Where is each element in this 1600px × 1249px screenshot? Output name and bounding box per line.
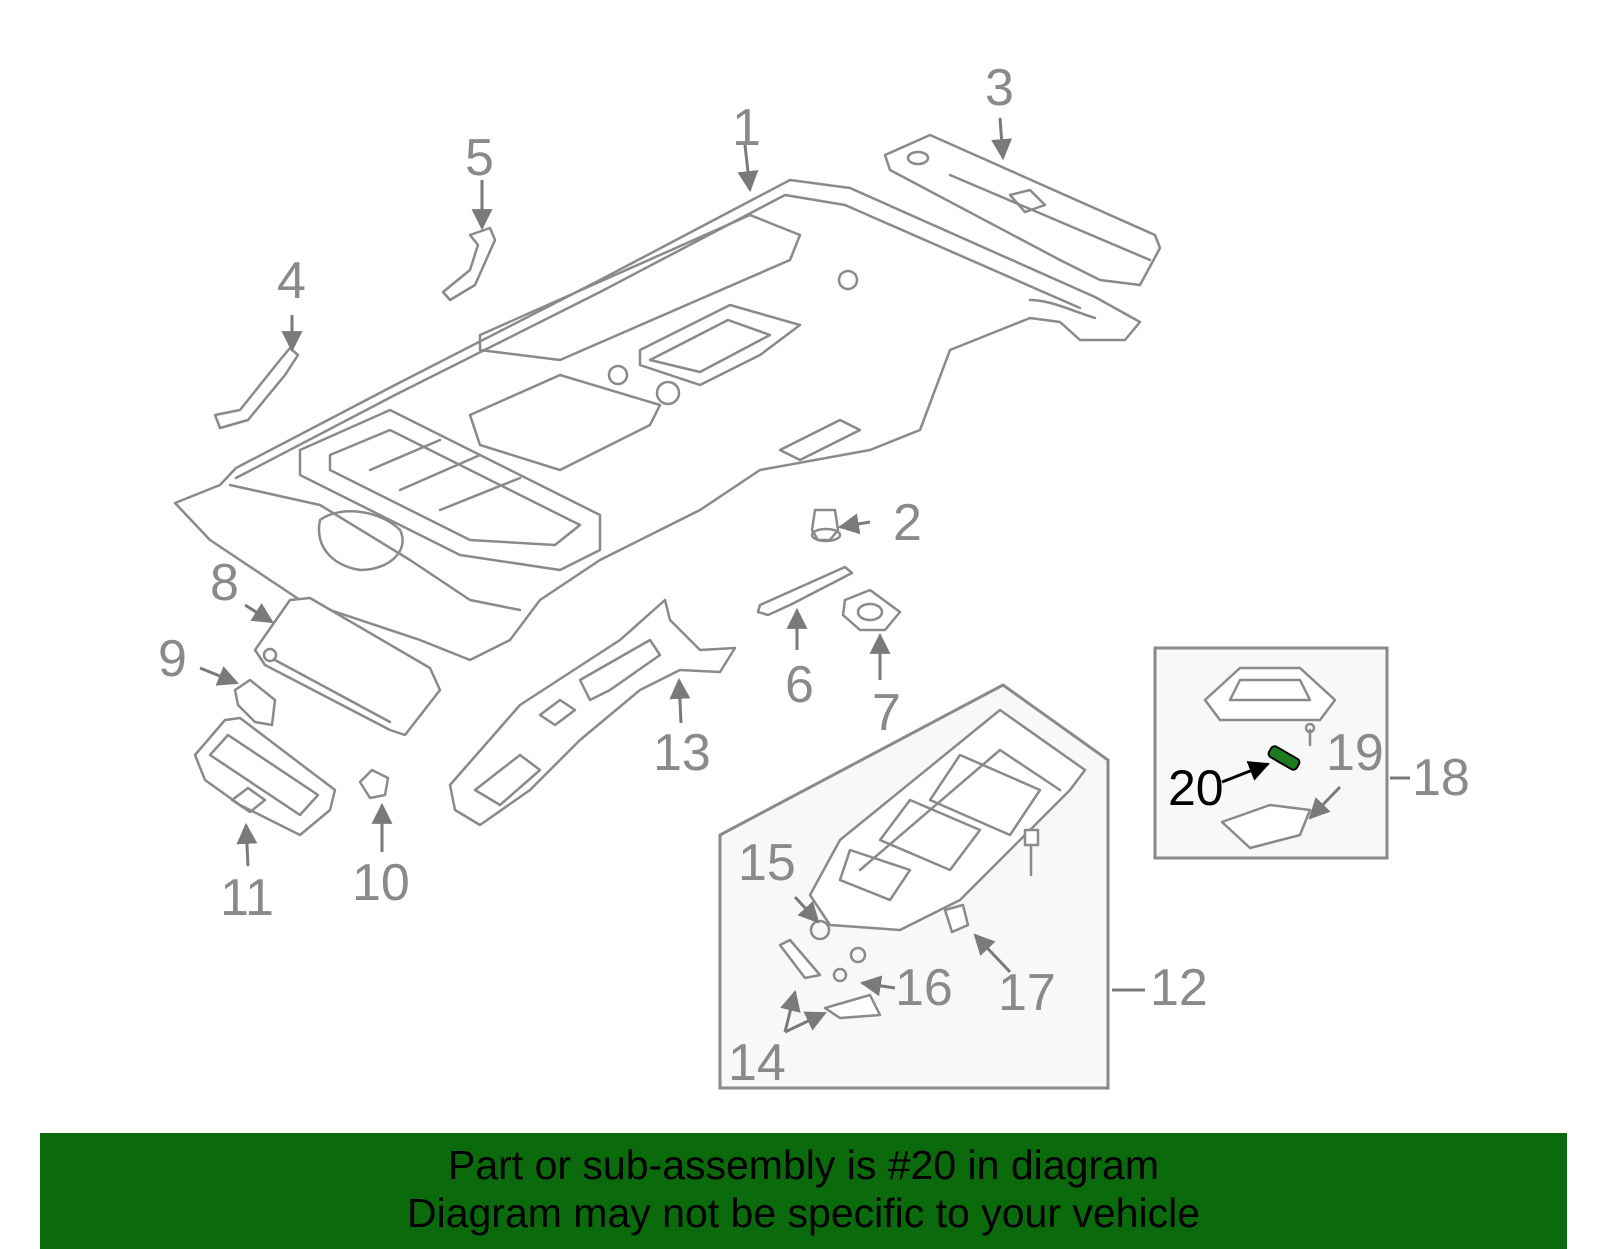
callout-20: 20 [1168,760,1224,816]
console-trim-part[interactable] [448,598,737,827]
banner-line-2: Diagram may not be specific to your vehi… [406,1190,1200,1236]
hook-10-part[interactable] [358,768,390,800]
callout-labels: 1 2 3 4 5 6 7 8 9 10 11 12 13 14 15 16 1… [158,59,1470,1092]
callout-10: 10 [352,854,410,912]
callout-14: 14 [728,1034,786,1092]
callout-15: 15 [738,834,796,892]
callout-5: 5 [465,129,494,187]
callout-2: 2 [893,494,922,552]
rear-panel-part[interactable] [883,133,1162,287]
callout-16: 16 [895,959,953,1017]
info-banner: Part or sub-assembly is #20 in diagram D… [40,1133,1567,1249]
handle-6-part[interactable] [756,565,854,617]
callout-11: 11 [220,869,274,927]
grab-handle-4-part[interactable] [213,346,300,430]
callout-1: 1 [732,99,761,157]
callout-12: 12 [1150,959,1208,1017]
callout-8: 8 [210,554,239,612]
callout-18: 18 [1412,749,1470,807]
callout-3: 3 [985,59,1014,117]
banner-line-1: Part or sub-assembly is #20 in diagram [448,1142,1159,1188]
subassembly-12-box [718,683,1110,1090]
callout-19: 19 [1326,724,1384,782]
callout-17: 17 [998,964,1056,1022]
visor-11-part[interactable] [193,716,337,837]
bracket-7-part[interactable] [841,588,902,632]
callout-13: 13 [653,724,711,782]
clip-part[interactable] [810,508,842,543]
callout-7: 7 [872,684,901,742]
visor-clip-part[interactable] [233,678,277,727]
callout-6: 6 [785,656,814,714]
callout-4: 4 [277,252,306,310]
leader-lines [199,117,1410,1034]
headliner-part[interactable] [173,178,1142,662]
sun-visor-part[interactable] [253,596,442,737]
bulb-20-part[interactable] [1267,745,1301,771]
callout-9: 9 [158,630,187,688]
grab-handle-5-part[interactable] [441,226,497,302]
